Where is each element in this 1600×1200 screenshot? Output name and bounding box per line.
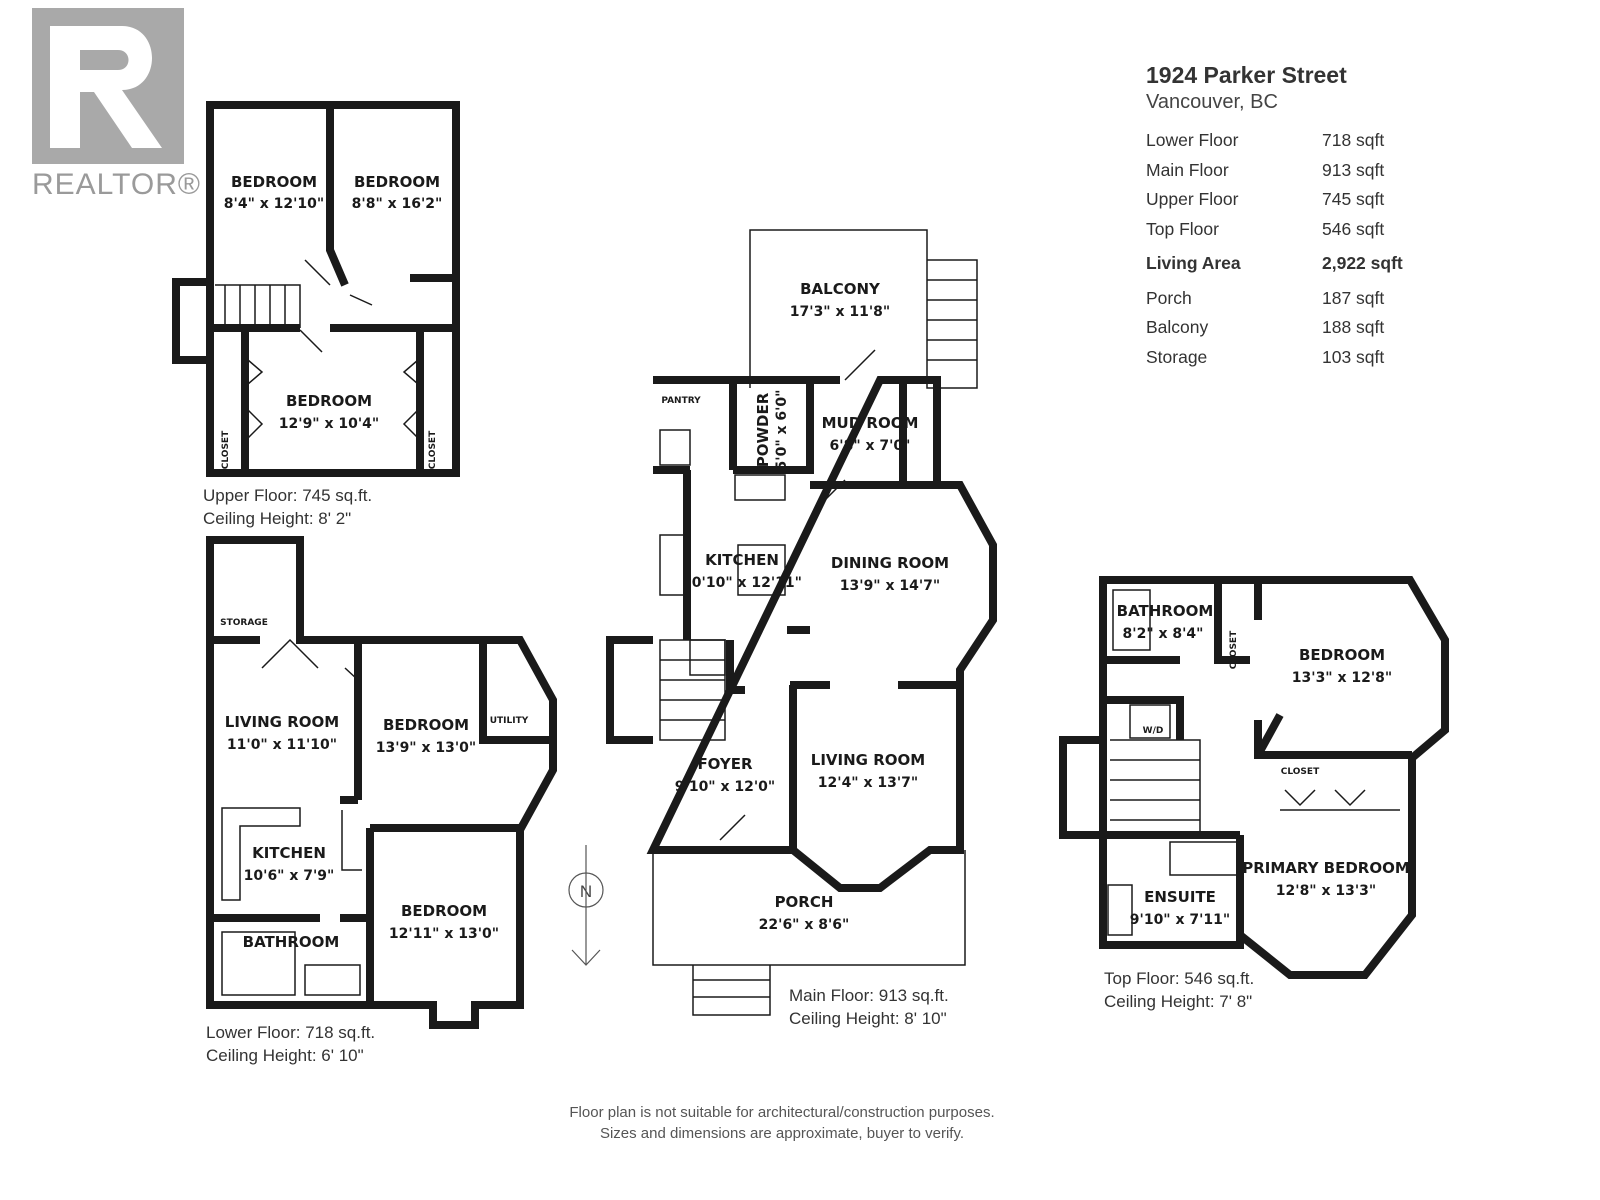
- disclaimer: Floor plan is not suitable for architect…: [569, 1104, 995, 1142]
- realtor-r-logo-icon: [32, 8, 184, 164]
- room-dimensions: 5'0" x 6'0": [774, 390, 790, 471]
- room-label: PORCH: [775, 893, 834, 911]
- room-dimensions: 10'10" x 12'11": [682, 575, 802, 591]
- main-floor-caption: Main Floor: 913 sq.ft.Ceiling Height: 8'…: [789, 986, 949, 1028]
- address: 1924 Parker Street: [1146, 62, 1347, 88]
- room-label: BEDROOM: [286, 392, 372, 410]
- closet-label: CLOSET: [428, 430, 438, 469]
- room-label: BEDROOM: [354, 173, 440, 191]
- realtor-logo: REALTOR®: [32, 8, 201, 202]
- room-dimensions: 8'2" x 8'4": [1123, 626, 1204, 642]
- room-label: BATHROOM: [1117, 602, 1214, 620]
- room-dimensions: 6'8" x 7'0": [830, 438, 911, 454]
- room-dimensions: 9'10" x 12'0": [675, 779, 775, 795]
- room-dimensions: 13'3" x 12'8": [1292, 670, 1392, 686]
- room-dimensions: 12'8" x 13'3": [1276, 883, 1376, 899]
- room-dimensions: 8'8" x 16'2": [352, 196, 443, 212]
- upper-floor-caption: Upper Floor: 745 sq.ft.Ceiling Height: 8…: [203, 486, 373, 528]
- room-dimensions: 12'4" x 13'7": [818, 775, 918, 791]
- upper-floor-plan: BEDROOM 8'4" x 12'10" BEDROOM 8'8" x 16'…: [172, 101, 460, 477]
- room-label: BEDROOM: [383, 716, 469, 734]
- appliance-label: W/D: [1143, 726, 1164, 736]
- room-label: STORAGE: [220, 618, 268, 628]
- room-label: FOYER: [697, 755, 753, 773]
- north-arrow-icon: N: [568, 845, 604, 966]
- room-label: LIVING ROOM: [811, 751, 925, 769]
- room-dimensions: 12'11" x 13'0": [389, 926, 499, 942]
- room-dimensions: 10'6" x 7'9": [244, 868, 335, 884]
- room-label: MUD ROOM: [822, 414, 919, 432]
- room-label: BEDROOM: [231, 173, 317, 191]
- room-label: BALCONY: [800, 280, 881, 298]
- top-floor-caption: Top Floor: 546 sq.ft.Ceiling Height: 7' …: [1104, 969, 1255, 1011]
- room-dimensions: 9'10" x 7'11": [1130, 912, 1230, 928]
- room-dimensions: 12'9" x 10'4": [279, 416, 379, 432]
- room-label: POWDER: [754, 392, 772, 467]
- room-label: LIVING ROOM: [225, 713, 339, 731]
- main-floor-plan: BALCONY 17'3" x 11'8" PANTRY POWDER 5'0"…: [606, 229, 997, 1016]
- closet-label: CLOSET: [1229, 630, 1239, 669]
- room-dimensions: 22'6" x 8'6": [759, 917, 850, 933]
- top-floor-plan: BATHROOM 8'2" x 8'4" CLOSET BEDROOM 13'3…: [1059, 576, 1449, 979]
- room-label: UTILITY: [490, 716, 529, 726]
- room-label: KITCHEN: [252, 844, 326, 862]
- room-label: PANTRY: [661, 396, 701, 406]
- room-dimensions: 11'0" x 11'10": [227, 737, 337, 753]
- closet-label: CLOSET: [1281, 767, 1320, 777]
- room-label: ENSUITE: [1144, 888, 1216, 906]
- closet-label: CLOSET: [221, 430, 231, 469]
- room-dimensions: 17'3" x 11'8": [790, 304, 890, 320]
- lower-floor-caption: Lower Floor: 718 sq.ft.Ceiling Height: 6…: [206, 1023, 376, 1065]
- room-dimensions: 8'4" x 12'10": [224, 196, 324, 212]
- room-label: BEDROOM: [401, 902, 487, 920]
- realtor-logo-text: REALTOR®: [32, 168, 202, 201]
- room-label: BEDROOM: [1299, 646, 1385, 664]
- room-dimensions: 13'9" x 13'0": [376, 740, 476, 756]
- room-label: KITCHEN: [705, 551, 779, 569]
- property-summary: 1924 Parker Street Vancouver, BC Lower F…: [1146, 62, 1446, 372]
- city: Vancouver, BC: [1146, 91, 1278, 113]
- room-label: PRIMARY BEDROOM: [1242, 859, 1410, 877]
- lower-floor-plan: STORAGE LIVING ROOM 11'0" x 11'10" BEDRO…: [206, 536, 557, 1029]
- room-label: BATHROOM: [243, 933, 340, 951]
- room-label: DINING ROOM: [831, 554, 949, 572]
- room-dimensions: 13'9" x 14'7": [840, 578, 940, 594]
